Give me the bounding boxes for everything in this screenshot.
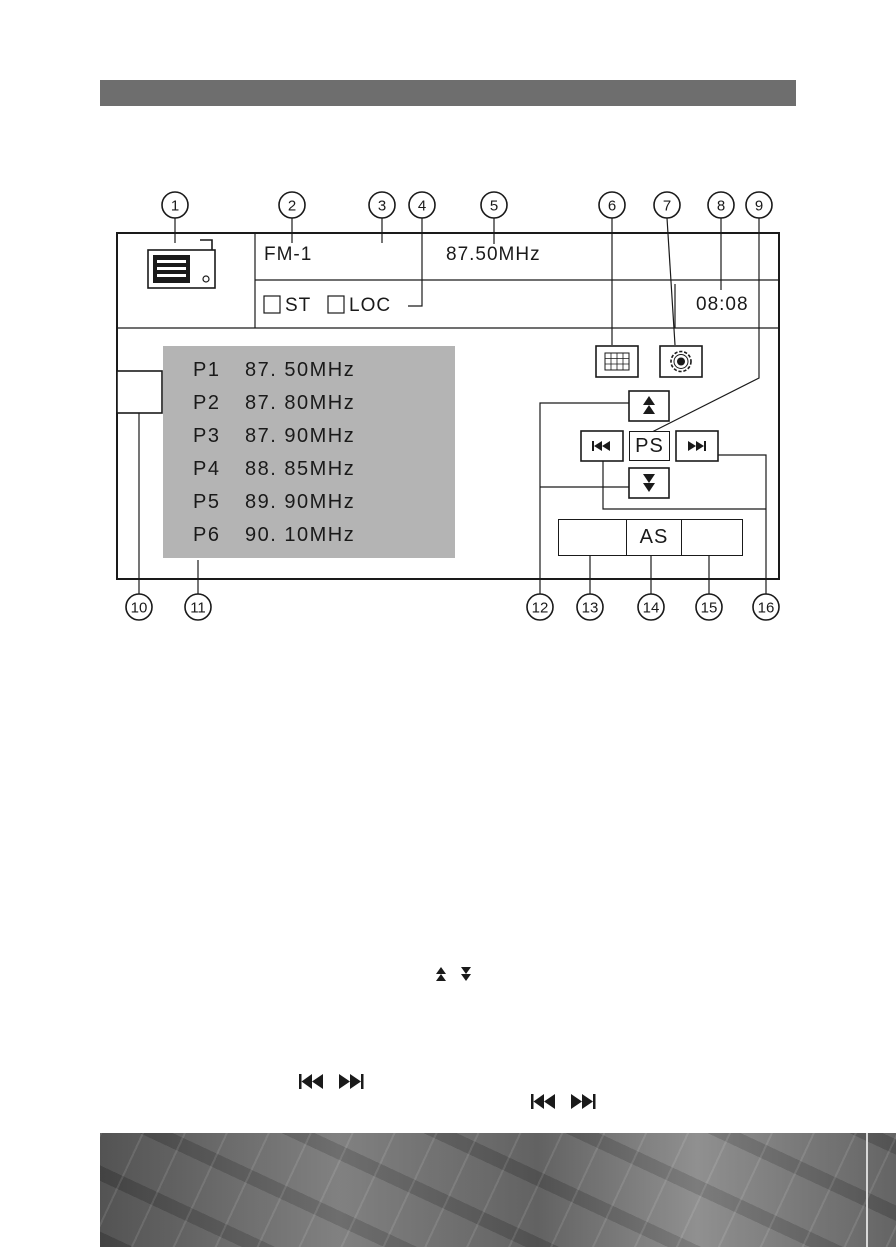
preset-number: P3 [193,425,221,447]
callout-6: 6 [598,191,626,219]
svg-text:16: 16 [758,600,775,617]
scan-left-button[interactable] [559,520,627,555]
decorative-footer-image [100,1133,896,1247]
skip-icons-row-2 [531,1094,596,1109]
preset-frequency: 88. 85MHz [245,458,356,480]
seek-arrows-icon [436,967,471,981]
st-label: ST [285,295,312,316]
frequency-readout: 87.50MHz [446,244,541,265]
preset-item[interactable]: P4 88. 85MHz [193,458,355,481]
callout-15: 15 [695,593,723,621]
callout-13: 13 [576,593,604,621]
double-up-arrow-icon[interactable] [628,390,670,422]
callout-14: 14 [637,593,665,621]
loc-checkbox[interactable] [327,295,345,314]
preset-item[interactable]: P2 87. 80MHz [193,392,355,415]
keypad-grid-icon[interactable] [595,345,639,378]
band-tab[interactable] [116,370,163,414]
preset-number: P1 [193,359,221,381]
callout-10: 10 [125,593,153,621]
preset-frequency: 87. 50MHz [245,359,356,381]
svg-text:7: 7 [663,198,671,215]
skip-previous-icon[interactable] [580,430,624,462]
preset-item[interactable]: P3 87. 90MHz [193,425,355,448]
loc-label: LOC [349,295,392,316]
preset-frequency: 90. 10MHz [245,524,356,546]
preset-number: P2 [193,392,221,414]
svg-text:2: 2 [288,198,296,215]
skip-next-icon[interactable] [675,430,719,462]
svg-text:11: 11 [190,600,206,617]
preset-item[interactable]: P6 90. 10MHz [193,524,355,547]
preset-frequency: 89. 90MHz [245,491,356,513]
callout-5: 5 [480,191,508,219]
callout-1: 1 [161,191,189,219]
callout-9: 9 [745,191,773,219]
band-label: FM-1 [264,244,313,265]
callout-11: 11 [184,593,212,621]
svg-text:12: 12 [532,600,549,617]
as-button[interactable]: AS [627,520,682,555]
preset-frequency: 87. 80MHz [245,392,356,414]
callout-2: 2 [278,191,306,219]
ps-button[interactable]: PS [629,431,670,461]
callout-7: 7 [653,191,681,219]
footer-divider [866,1133,868,1247]
callout-3: 3 [368,191,396,219]
svg-text:5: 5 [490,198,498,215]
preset-number: P4 [193,458,221,480]
double-down-arrow-icon[interactable] [628,467,670,499]
callout-8: 8 [707,191,735,219]
callout-4: 4 [408,191,436,219]
svg-text:10: 10 [131,600,148,617]
scan-control-bar: AS [558,519,743,556]
svg-text:3: 3 [378,198,386,215]
preset-item[interactable]: P1 87. 50MHz [193,359,355,382]
preset-list: P1 87. 50MHz P2 87. 80MHz P3 87. 90MHz P4 88… [163,346,455,558]
svg-text:13: 13 [582,600,599,617]
header-bar [100,80,796,106]
svg-text:14: 14 [643,600,660,617]
svg-text:15: 15 [701,600,718,617]
svg-text:6: 6 [608,198,616,215]
svg-text:4: 4 [418,198,426,215]
preset-frequency: 87. 90MHz [245,425,356,447]
callout-16: 16 [752,593,780,621]
preset-number: P6 [193,524,221,546]
radio-icon[interactable] [147,239,216,289]
svg-text:9: 9 [755,198,763,215]
callout-12: 12 [526,593,554,621]
preset-number: P5 [193,491,221,513]
gear-icon[interactable] [659,345,703,378]
scan-right-button[interactable] [682,520,742,555]
st-checkbox[interactable] [263,295,281,314]
skip-icons-row-1 [299,1074,364,1089]
svg-text:8: 8 [717,198,725,215]
preset-item[interactable]: P5 89. 90MHz [193,491,355,514]
svg-text:1: 1 [171,198,179,215]
clock: 08:08 [696,294,749,315]
